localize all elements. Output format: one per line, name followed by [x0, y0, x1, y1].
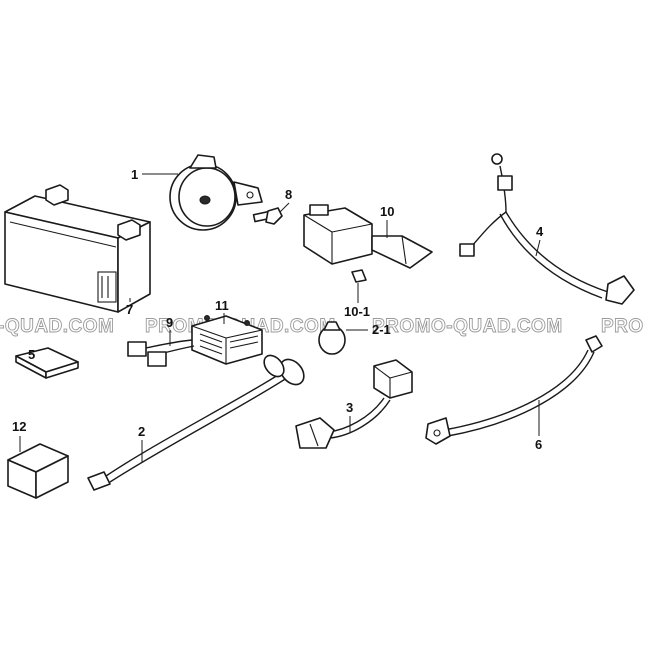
relay-lead-part — [295, 359, 413, 449]
battery-part — [4, 184, 151, 313]
callout-label-3: 3 — [346, 400, 353, 415]
pad-large-part — [7, 443, 69, 499]
watermark-right: PROMO-QUAD.COM — [372, 316, 563, 337]
bolt-part — [252, 207, 283, 225]
pad-small-part — [15, 347, 79, 379]
callout-label-10-1: 10-1 — [344, 304, 370, 319]
watermark-fragment-left: -QUAD.COM — [0, 316, 114, 337]
callout-10: 10 — [380, 204, 394, 238]
callout-label-12: 12 — [12, 419, 26, 434]
callout-label-1: 1 — [131, 167, 138, 182]
callout-label-9: 9 — [166, 315, 173, 330]
starter-relay-part — [303, 204, 433, 269]
callout-1: 1 — [131, 167, 178, 182]
callout-11: 11 — [215, 298, 229, 324]
callout-10-1: 10-1 — [344, 283, 370, 319]
callout-label-2-1: 2-1 — [372, 322, 391, 337]
regulator-part — [191, 315, 263, 365]
callout-label-5: 5 — [28, 347, 35, 362]
battery-cable-negative-part — [425, 335, 603, 445]
callout-label-6: 6 — [535, 437, 542, 452]
callout-label-7: 7 — [126, 302, 133, 317]
callout-label-2: 2 — [138, 424, 145, 439]
horn-cap-part — [318, 321, 346, 355]
callout-label-4: 4 — [536, 224, 544, 239]
callout-6: 6 — [535, 400, 542, 452]
callout-7: 7 — [126, 302, 133, 317]
regulator-harness-part — [127, 339, 195, 367]
callout-label-11: 11 — [215, 298, 229, 313]
horn-part — [169, 154, 263, 231]
callout-3: 3 — [346, 400, 353, 432]
relay-clip-part — [351, 269, 367, 283]
callout-5: 5 — [28, 347, 35, 362]
callout-4: 4 — [535, 224, 544, 257]
wire-harness-part — [87, 354, 305, 491]
callout-9: 9 — [166, 315, 173, 346]
callout-12: 12 — [12, 419, 26, 452]
callout-8: 8 — [279, 187, 292, 213]
callout-2: 2 — [138, 424, 145, 462]
callout-2-1: 2-1 — [346, 322, 391, 337]
watermark-fragment-right: PRO — [601, 316, 644, 337]
callout-label-10: 10 — [380, 204, 394, 219]
callout-label-8: 8 — [285, 187, 292, 202]
battery-cable-positive-part — [459, 153, 635, 305]
